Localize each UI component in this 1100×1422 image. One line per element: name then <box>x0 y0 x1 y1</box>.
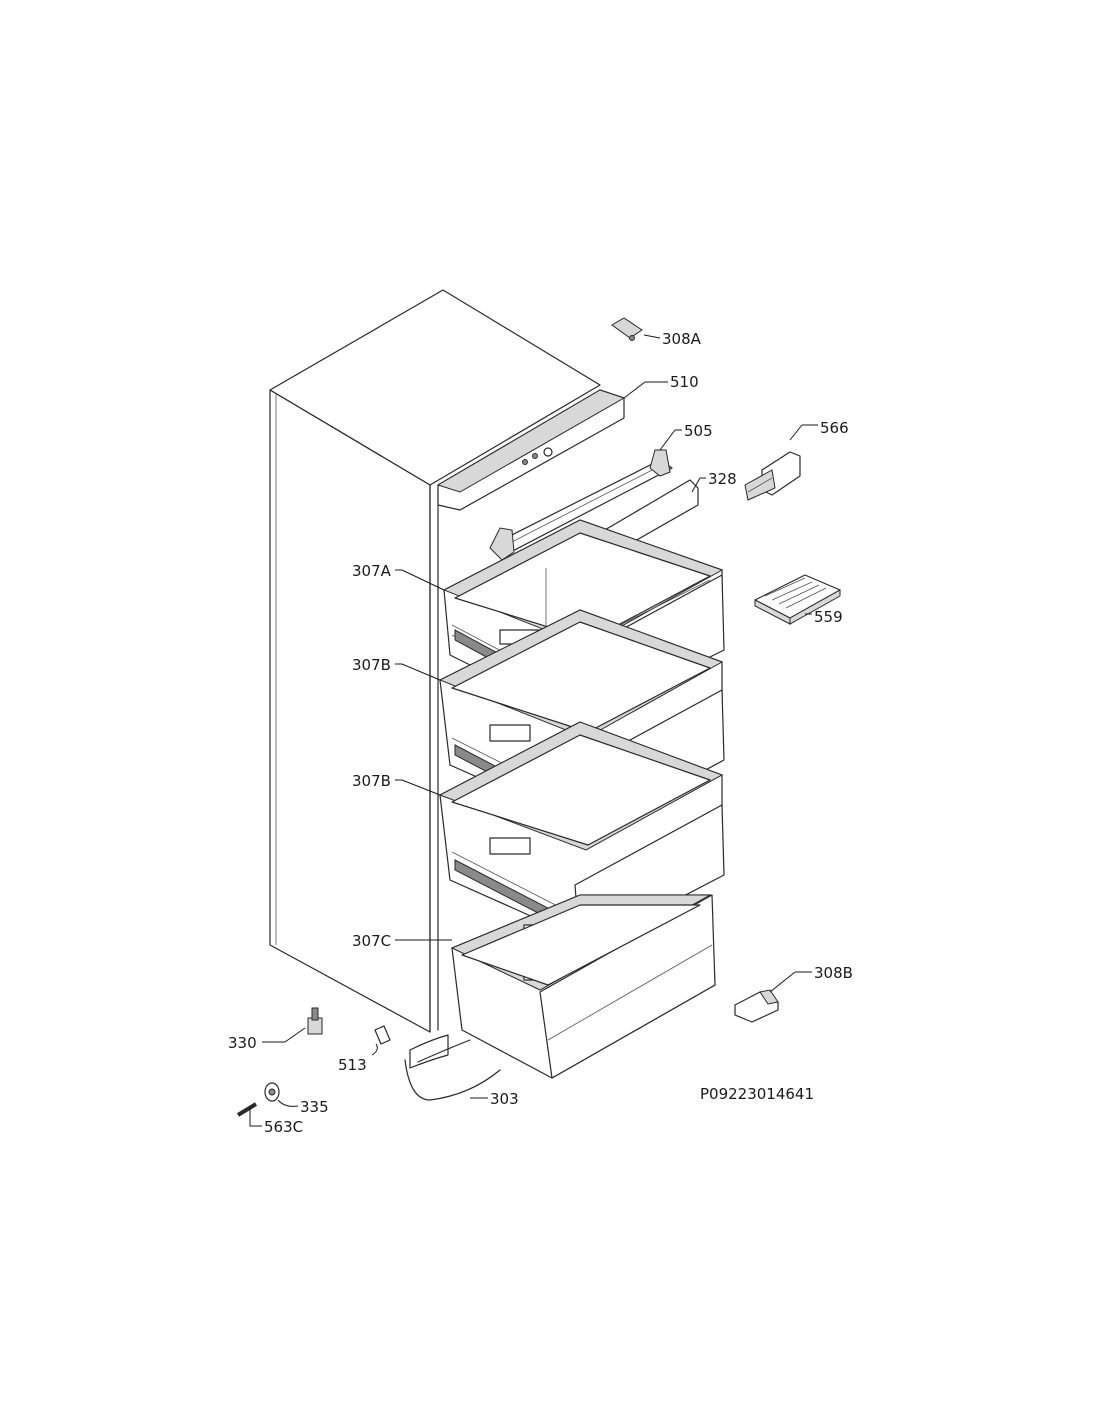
leader-lines <box>249 334 818 1127</box>
part-labels: 308A 510 505 566 328 307A 559 307B 307B … <box>228 330 853 1136</box>
hinge-bracket-566 <box>744 451 801 501</box>
label-307b-lower: 307B <box>352 772 391 790</box>
label-307c: 307C <box>352 932 391 950</box>
label-505: 505 <box>684 422 713 440</box>
label-566: 566 <box>820 419 849 437</box>
label-335: 335 <box>300 1098 329 1116</box>
label-563c: 563C <box>264 1118 303 1136</box>
bracket-308b <box>734 989 779 1023</box>
cabinet-body <box>269 289 601 1033</box>
label-510: 510 <box>670 373 699 391</box>
label-303: 303 <box>490 1090 519 1108</box>
label-328: 328 <box>708 470 737 488</box>
clip-513 <box>374 1025 391 1045</box>
kickplate-303 <box>404 1034 501 1101</box>
label-559: 559 <box>814 608 843 626</box>
diagram-code: P09223014641 <box>700 1085 814 1103</box>
pin-563c <box>236 1102 258 1117</box>
drawer-307c <box>450 894 716 1079</box>
label-513: 513 <box>338 1056 367 1074</box>
bracket-308a <box>611 317 643 341</box>
label-307b-upper: 307B <box>352 656 391 674</box>
drawer-307b-lower <box>438 721 725 951</box>
label-330: 330 <box>228 1034 257 1052</box>
wheel-335 <box>264 1082 280 1102</box>
foot-330 <box>307 1007 323 1035</box>
label-308a: 308A <box>662 330 702 348</box>
label-308b: 308B <box>814 964 853 982</box>
grille-559 <box>754 574 841 625</box>
label-307a: 307A <box>352 562 392 580</box>
shelf-rail <box>489 449 673 561</box>
